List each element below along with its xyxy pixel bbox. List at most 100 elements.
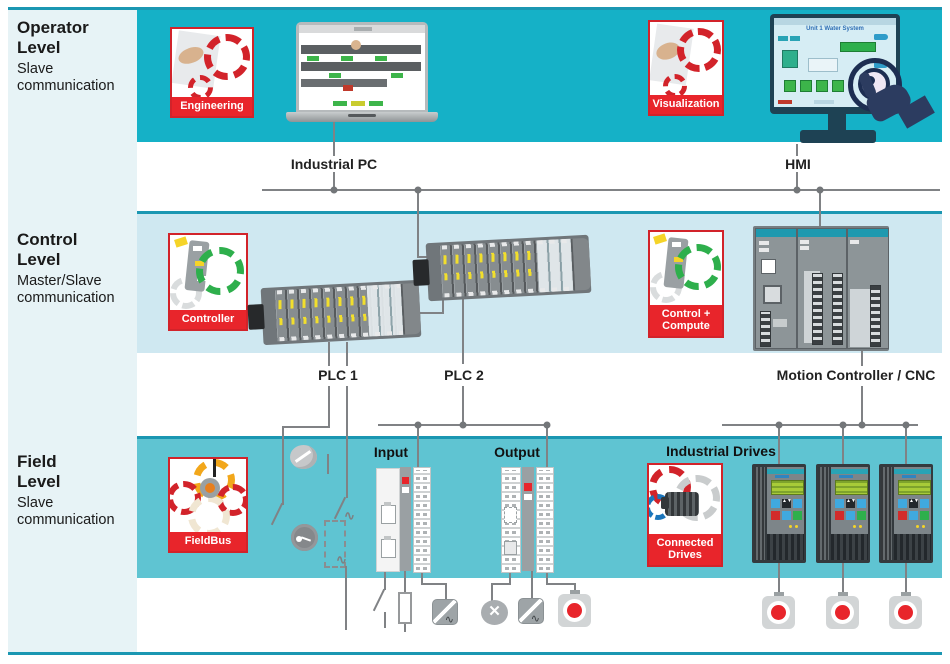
io-connector — [381, 505, 396, 524]
mc-led-chip — [800, 240, 809, 244]
drive-label-chip — [902, 475, 916, 478]
io-terminal-dots — [539, 470, 543, 570]
drive-key — [793, 499, 802, 508]
drive-unit-1: ▲▼ — [752, 464, 806, 563]
drive-led — [916, 525, 919, 528]
hmi-chip — [790, 36, 800, 41]
badge-controller-label: Controller — [170, 310, 246, 329]
line — [778, 563, 780, 596]
motor-shape — [660, 496, 669, 509]
mc-tab — [773, 319, 787, 327]
label-output: Output — [494, 444, 540, 460]
status-chip-green — [307, 56, 319, 61]
drive-led — [922, 525, 925, 528]
squiggle-symbol: ∿ — [344, 508, 355, 523]
badge-controller: Controller — [168, 233, 248, 331]
line-plc2-down — [462, 296, 464, 364]
label-motion-controller: Motion Controller / CNC — [772, 367, 940, 383]
industrial-pc-laptop — [296, 22, 428, 113]
drive-lcd — [835, 480, 868, 495]
badge-connected-drives: Connected Drives — [647, 463, 723, 567]
line — [384, 570, 386, 590]
io-connector — [504, 507, 517, 523]
control-level-title: Control Level — [17, 230, 78, 270]
drive-body: ▲▼ — [831, 467, 868, 560]
drive-led — [789, 525, 792, 528]
line — [531, 570, 533, 598]
badge-control-compute: Control + Compute — [648, 230, 724, 338]
drive-header — [767, 469, 804, 474]
line-plc1-jog — [282, 426, 330, 428]
drive-key-red — [771, 511, 780, 520]
line — [574, 583, 576, 594]
line — [491, 583, 493, 601]
junction-dot — [793, 186, 801, 194]
line-plc2-elbow — [417, 256, 431, 258]
plc-light-modules — [536, 238, 576, 293]
line — [384, 612, 386, 628]
drive-vents — [894, 534, 931, 560]
junction-dot — [414, 186, 422, 194]
yellow-chip — [653, 233, 668, 245]
control-compute-art — [650, 232, 722, 305]
drive-led — [859, 525, 862, 528]
io-connector-tab — [384, 502, 391, 506]
junction-dot — [839, 421, 847, 429]
controller-art — [170, 235, 246, 310]
label-hmi: HMI — [781, 156, 815, 172]
mc-module-motion — [797, 228, 847, 349]
drive-led — [853, 525, 856, 528]
line-drive1-drop — [778, 425, 780, 465]
plc-connector — [247, 304, 265, 330]
engineering-art — [172, 29, 252, 98]
line-fieldbus-down — [345, 566, 347, 630]
drive-vents — [767, 534, 804, 560]
junction-dot — [414, 421, 422, 429]
hmi-tank — [782, 50, 798, 68]
label-plc1: PLC 1 — [314, 367, 362, 383]
line-plc1-a — [328, 342, 330, 366]
rotary-sensor-icon — [290, 445, 317, 469]
badge-fieldbus-label: FieldBus — [170, 532, 246, 551]
toolbar-chip — [333, 101, 347, 106]
switch-contact-symbol — [372, 588, 386, 612]
device-chip — [192, 245, 202, 251]
io-terminal-column — [536, 467, 554, 573]
hmi-screen-title: Unit 1 Water System — [806, 26, 864, 32]
mc-led-chip — [759, 241, 769, 245]
line — [445, 583, 447, 600]
resistor-symbol — [398, 592, 412, 624]
sensor-lens-shape — [204, 483, 215, 494]
red-gear-icon — [203, 34, 250, 81]
control-field-divider — [8, 436, 942, 439]
level-sidebar — [8, 10, 137, 652]
mc-module-header — [756, 229, 796, 237]
hmi-pump — [784, 80, 796, 92]
operator-level-title: Operator Level — [17, 18, 89, 58]
connected-drives-art — [649, 465, 721, 534]
line-output-drop — [546, 425, 548, 468]
line-mc-up — [819, 190, 821, 227]
red-gear-icon — [188, 75, 213, 98]
toolbar-chip — [369, 101, 383, 106]
line — [491, 583, 511, 585]
motion-controller — [753, 226, 889, 351]
label-input: Input — [373, 444, 409, 460]
io-red-led — [402, 477, 409, 484]
scada-title-chip — [354, 27, 373, 31]
junction-dot — [543, 421, 551, 429]
drive-body: ▲▼ — [894, 467, 931, 560]
mc-module-cpu — [755, 228, 797, 349]
control-level-subtitle: Master/Slave communication — [17, 273, 115, 307]
io-connector — [504, 541, 517, 555]
mc-module-header — [848, 229, 888, 237]
green-gear-icon — [195, 247, 244, 296]
drive-header — [894, 469, 931, 474]
status-chip-green — [391, 73, 403, 78]
mc-led-chip — [759, 248, 769, 252]
io-terminal-dots — [546, 470, 550, 570]
line-drive3-drop — [905, 425, 907, 465]
line — [546, 570, 548, 585]
line — [404, 570, 406, 592]
drive-heatsink — [754, 467, 765, 560]
